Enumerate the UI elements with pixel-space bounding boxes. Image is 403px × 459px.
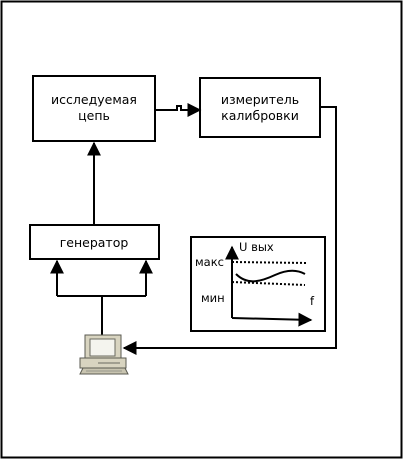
circuit-block: исследуемая цепь (32, 75, 156, 142)
min-level-line (231, 281, 306, 286)
max-level-line (231, 261, 308, 264)
graph-x-label: f (310, 294, 315, 308)
circuit-label-line2: цепь (78, 108, 110, 123)
graph-min-label: мин (201, 291, 225, 305)
connector-meter-to-computer (122, 106, 337, 355)
generator-label: генератор (60, 235, 129, 250)
computer-icon (79, 334, 129, 375)
generator-block: генератор (29, 224, 160, 260)
connector-circuit-to-meter (155, 103, 202, 117)
graph-max-label: макс (195, 255, 224, 269)
graph-y-label: U вых (239, 240, 274, 254)
connector-computer-to-generator (50, 259, 153, 335)
meter-label-line2: калибровки (221, 108, 299, 123)
circuit-label-line1: исследуемая (51, 92, 137, 107)
calibration-graph: U вых макс мин f (190, 236, 326, 332)
meter-label-line1: измеритель (221, 92, 299, 107)
response-curve (235, 269, 306, 283)
meter-block: измеритель калибровки (199, 77, 321, 138)
graph-x-axis (231, 312, 313, 327)
